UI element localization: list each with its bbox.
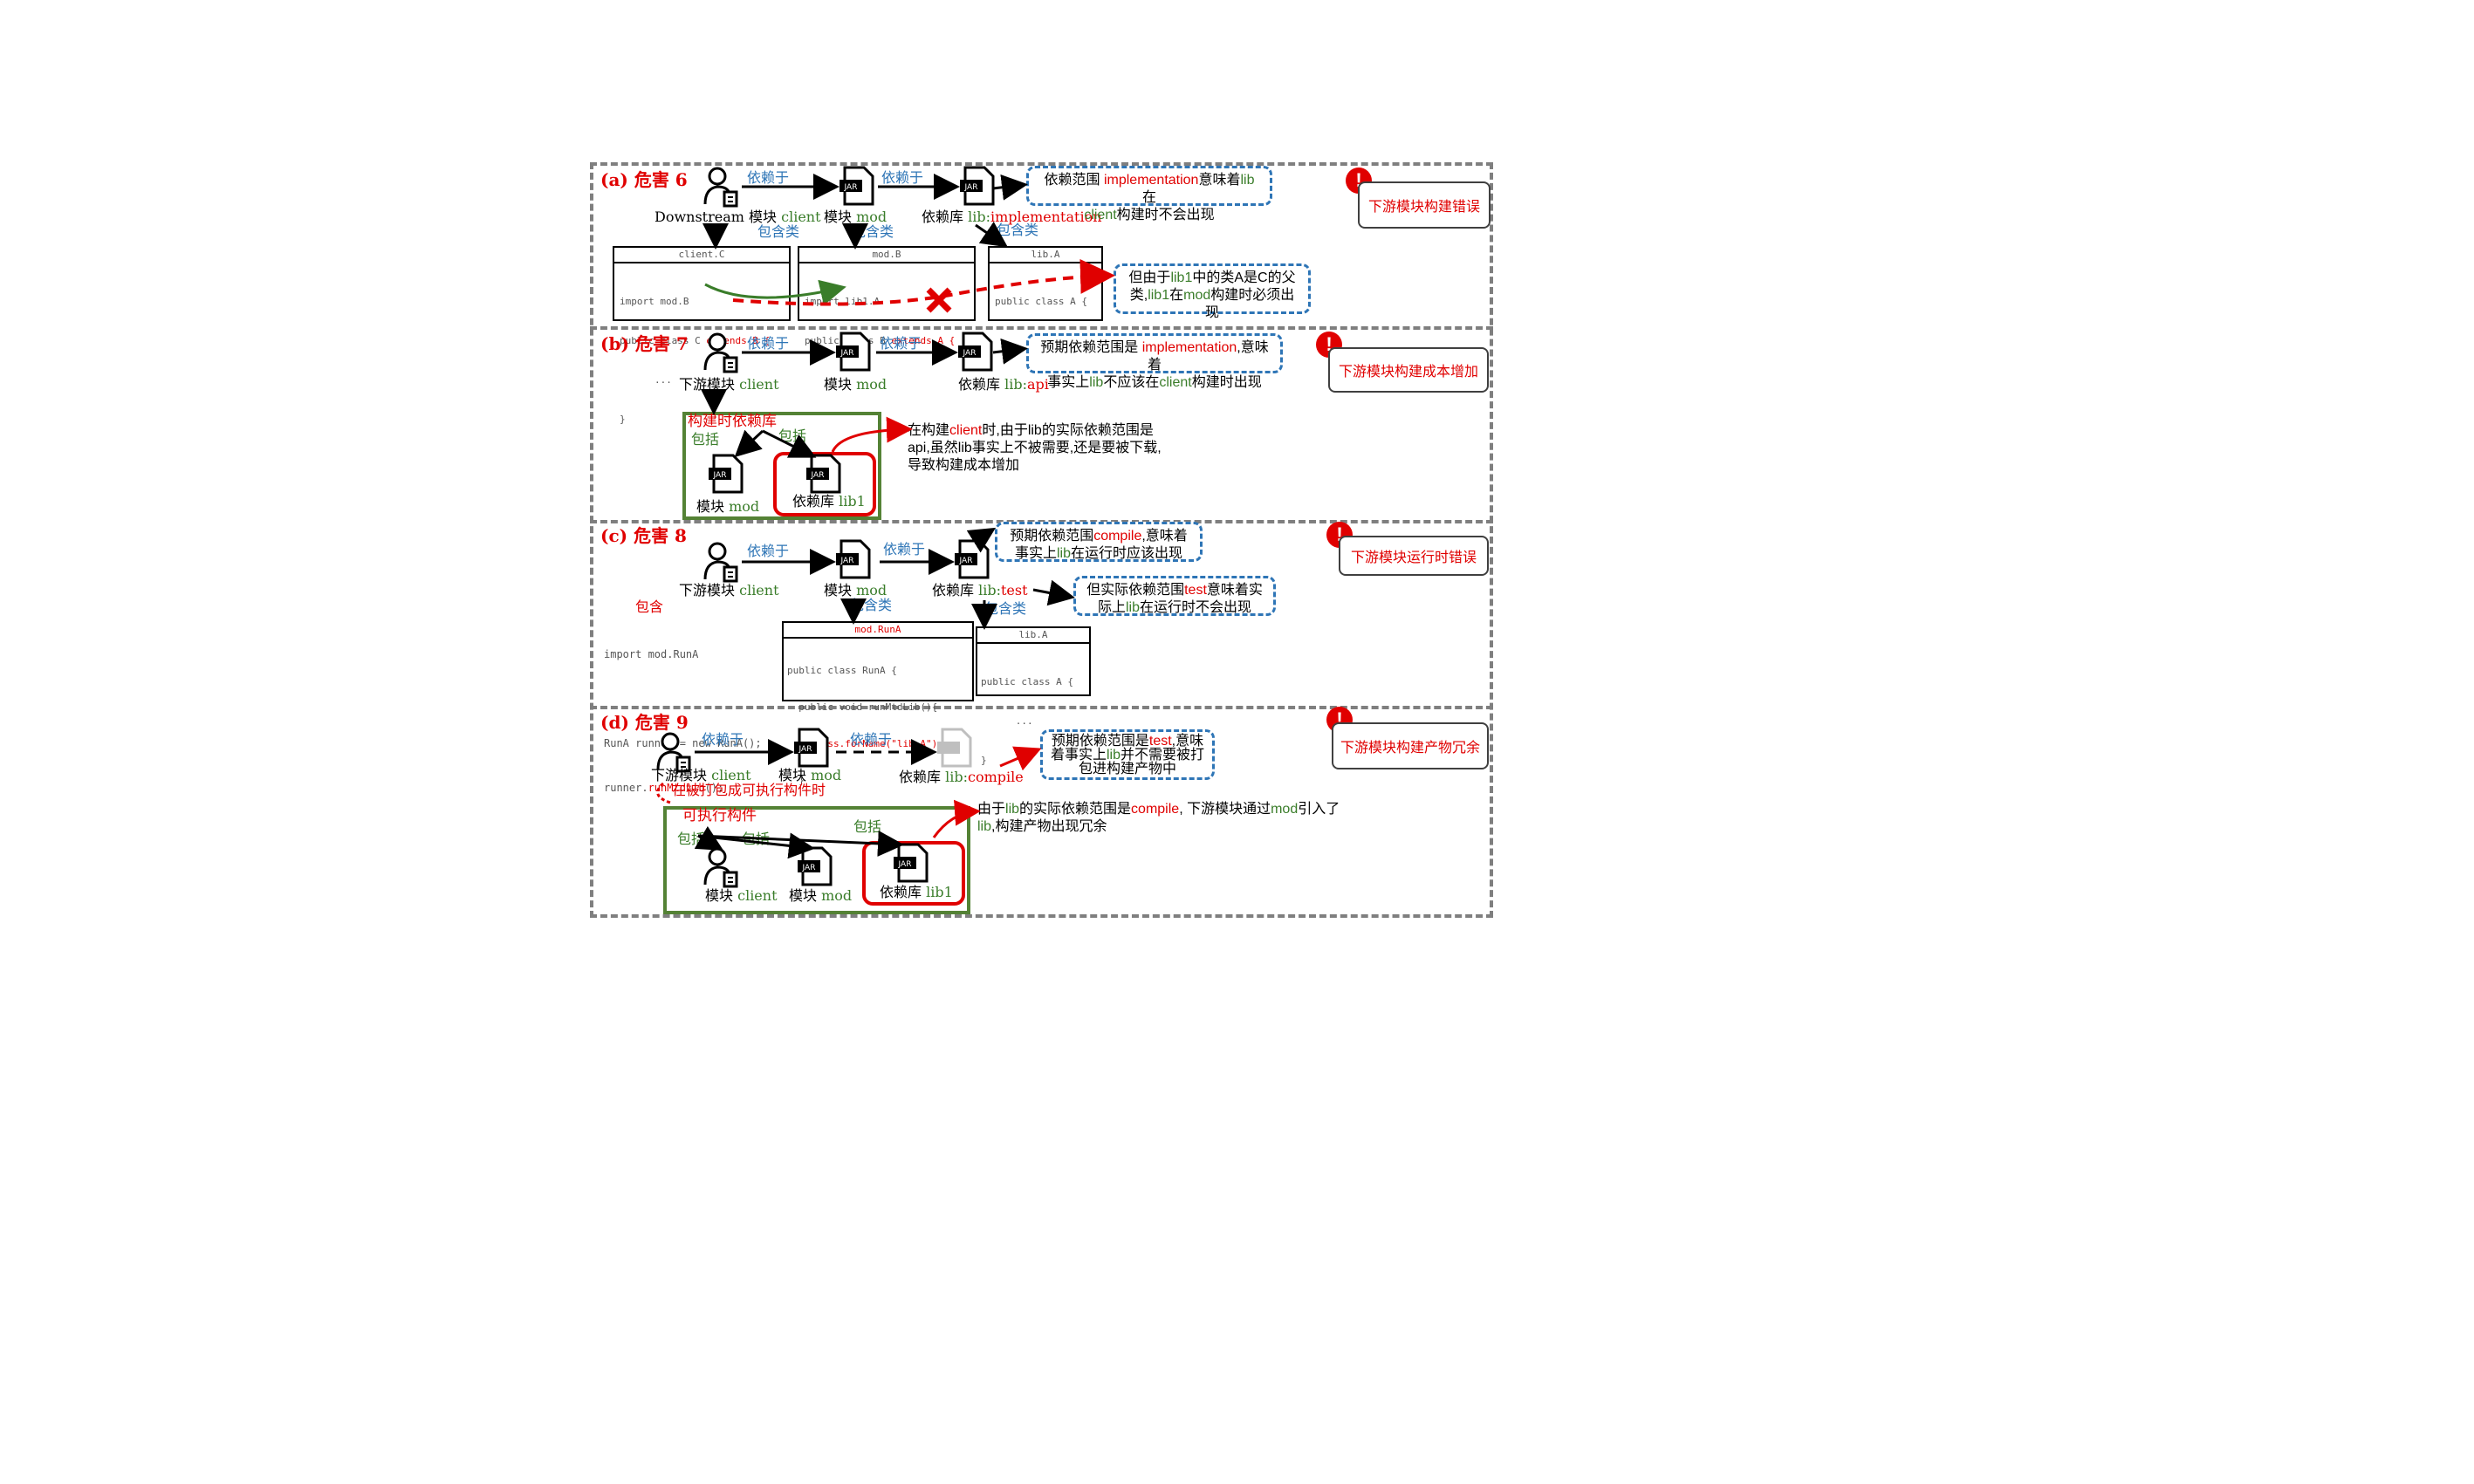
- redundancy-note: 由于lib的实际依赖范围是compile, 下游模块通过mod引入了 lib,构…: [977, 802, 1340, 834]
- mod-module-label: 模块 mod: [824, 376, 887, 393]
- conflict-note: 但由于lib1中的类A是C的父 类,lib1在mod构建时必须出现: [1114, 263, 1311, 320]
- mod-module-label: 模块 mod: [824, 582, 887, 598]
- panel-b-title: (b) 危害 7: [600, 333, 689, 354]
- includes-arrow: [762, 429, 817, 458]
- redundant-lib-highlight: [862, 841, 965, 906]
- faded-jar-file-icon: [937, 728, 972, 768]
- jar-file-icon: JAR: [836, 539, 871, 579]
- library-label: 依赖库 lib:api: [958, 376, 1049, 393]
- build-deps-title: 构建时依赖库: [688, 413, 777, 429]
- scope-note: 预期依赖范围是test,意味 着事实上lib并不需要被打 包进构建产物中: [1040, 729, 1215, 780]
- panel-a-title: (a) 危害 6: [600, 169, 688, 190]
- jar-file-icon: JAR: [894, 843, 929, 883]
- svg-text:JAR: JAR: [798, 745, 812, 754]
- svg-text:JAR: JAR: [840, 557, 854, 565]
- library-label: 依赖库 lib:compile: [899, 769, 1024, 785]
- depends-on-label: 依赖于: [880, 337, 922, 352]
- explanation-arrow: [932, 799, 981, 838]
- harm-label: 下游模块构建错误: [1358, 181, 1491, 229]
- conflict-note: 但实际依赖范围test意味着实 际上lib在运行时不会出现: [1073, 576, 1276, 616]
- svg-text:JAR: JAR: [840, 349, 854, 358]
- panel-c-title: (c) 危害 8: [600, 525, 687, 546]
- code-box-client: client.C import mod.B public class C ext…: [613, 246, 791, 425]
- depends-on-label: 依赖于: [702, 733, 744, 748]
- client-module-label: 下游模块 client: [651, 767, 751, 783]
- svg-text:JAR: JAR: [713, 471, 727, 480]
- scope-note: 预期依赖范围compile,意味着 事实上lib在运行时应该出现: [995, 522, 1203, 562]
- includes-arrow: [697, 830, 904, 857]
- svg-text:JAR: JAR: [963, 349, 977, 358]
- library-label: 依赖库 lib1: [792, 493, 866, 509]
- build-cost-note: 在构建client时,由于lib的实际依赖范围是 api,虽然lib事实上不被需…: [908, 423, 1162, 473]
- panel-d-title: (d) 危害 9: [600, 712, 689, 733]
- depends-on-label: 依赖于: [883, 543, 926, 557]
- contains-label: 包含: [635, 600, 664, 615]
- contains-arrow: [975, 222, 1008, 248]
- includes-label: 包括: [691, 433, 720, 448]
- depends-on-label: 依赖于: [850, 733, 893, 748]
- extends-relation-arrow: [704, 279, 846, 306]
- includes-arrow: [734, 429, 764, 458]
- includes-arrow: [694, 825, 724, 851]
- library-label: 依赖库 lib1: [880, 884, 953, 900]
- jar-file-icon: JAR: [806, 454, 841, 494]
- harm-label: 下游模块构建产物冗余: [1332, 722, 1489, 769]
- diagram-frame: [590, 162, 1493, 918]
- depends-on-label: 依赖于: [747, 171, 790, 186]
- cross-icon: [926, 287, 952, 313]
- missing-dependency-arrow: [732, 258, 1115, 306]
- mod-module-label: 模块 mod: [789, 887, 853, 904]
- depends-on-label: 依赖于: [747, 544, 790, 559]
- person-icon: [656, 732, 691, 773]
- svg-text:JAR: JAR: [898, 860, 912, 869]
- note-pointer-arrow: [992, 174, 1028, 201]
- includes-label: 包括: [853, 820, 882, 835]
- mod-module-label: 模块 mod: [696, 498, 760, 515]
- mod-module-label: 模块 mod: [778, 767, 842, 783]
- packaging-pointer: [656, 782, 671, 804]
- note-pointer-arrow: [966, 527, 997, 553]
- code-box-lib: lib.A public class A { ... }: [976, 626, 1091, 766]
- svg-text:JAR: JAR: [964, 183, 978, 192]
- depends-on-label: 依赖于: [747, 337, 790, 352]
- jar-file-icon: JAR: [840, 166, 874, 206]
- svg-text:JAR: JAR: [811, 471, 825, 480]
- svg-text:JAR: JAR: [959, 557, 973, 565]
- explanation-arrow: [831, 416, 913, 453]
- redundant-lib-highlight: [773, 452, 876, 516]
- svg-text:JAR: JAR: [844, 183, 858, 192]
- person-icon: [703, 542, 738, 583]
- library-label: 依赖库 lib:test: [932, 582, 1028, 598]
- jar-file-icon: JAR: [836, 332, 871, 372]
- executable-artifact-title: 可执行构件: [682, 807, 757, 824]
- client-module-label: 下游模块 client: [679, 582, 779, 598]
- harm-label: 下游模块运行时错误: [1339, 536, 1489, 576]
- panel-separator-ab: [590, 326, 1493, 330]
- note-pointer-arrow: [1032, 579, 1075, 606]
- code-box-mod: mod.RunA public class RunA { public void…: [782, 621, 974, 823]
- jar-file-icon: JAR: [958, 332, 993, 372]
- harm-label: 下游模块构建成本增加: [1328, 347, 1489, 393]
- note-pointer-arrow: [999, 746, 1042, 771]
- scope-note: 预期依赖范围是 implementation,意味着 事实上lib不应该在cli…: [1026, 333, 1283, 390]
- contains-class-label: 包含类: [757, 225, 800, 240]
- jar-file-icon: JAR: [709, 454, 744, 494]
- client-module-label: 模块 client: [705, 887, 778, 904]
- jar-file-icon: JAR: [794, 728, 829, 768]
- panel-separator-cd: [590, 706, 1493, 709]
- packaging-note: 在被打包成可执行构件时: [672, 783, 826, 798]
- client-module-label: Downstream 模块 client: [654, 209, 821, 225]
- jar-file-icon: JAR: [960, 166, 995, 206]
- person-icon: [703, 167, 738, 208]
- note-pointer-arrow: [992, 338, 1028, 365]
- depends-on-label: 依赖于: [881, 171, 924, 186]
- scope-note: 依赖范围 implementation意味着lib 在 client构建时不会出…: [1026, 166, 1272, 222]
- library-label: 依赖库 lib:implementation: [922, 209, 1102, 225]
- svg-text:JAR: JAR: [802, 864, 816, 872]
- person-icon: [703, 332, 738, 373]
- mod-module-label: 模块 mod: [824, 209, 887, 225]
- client-module-label: 下游模块 client: [679, 376, 779, 393]
